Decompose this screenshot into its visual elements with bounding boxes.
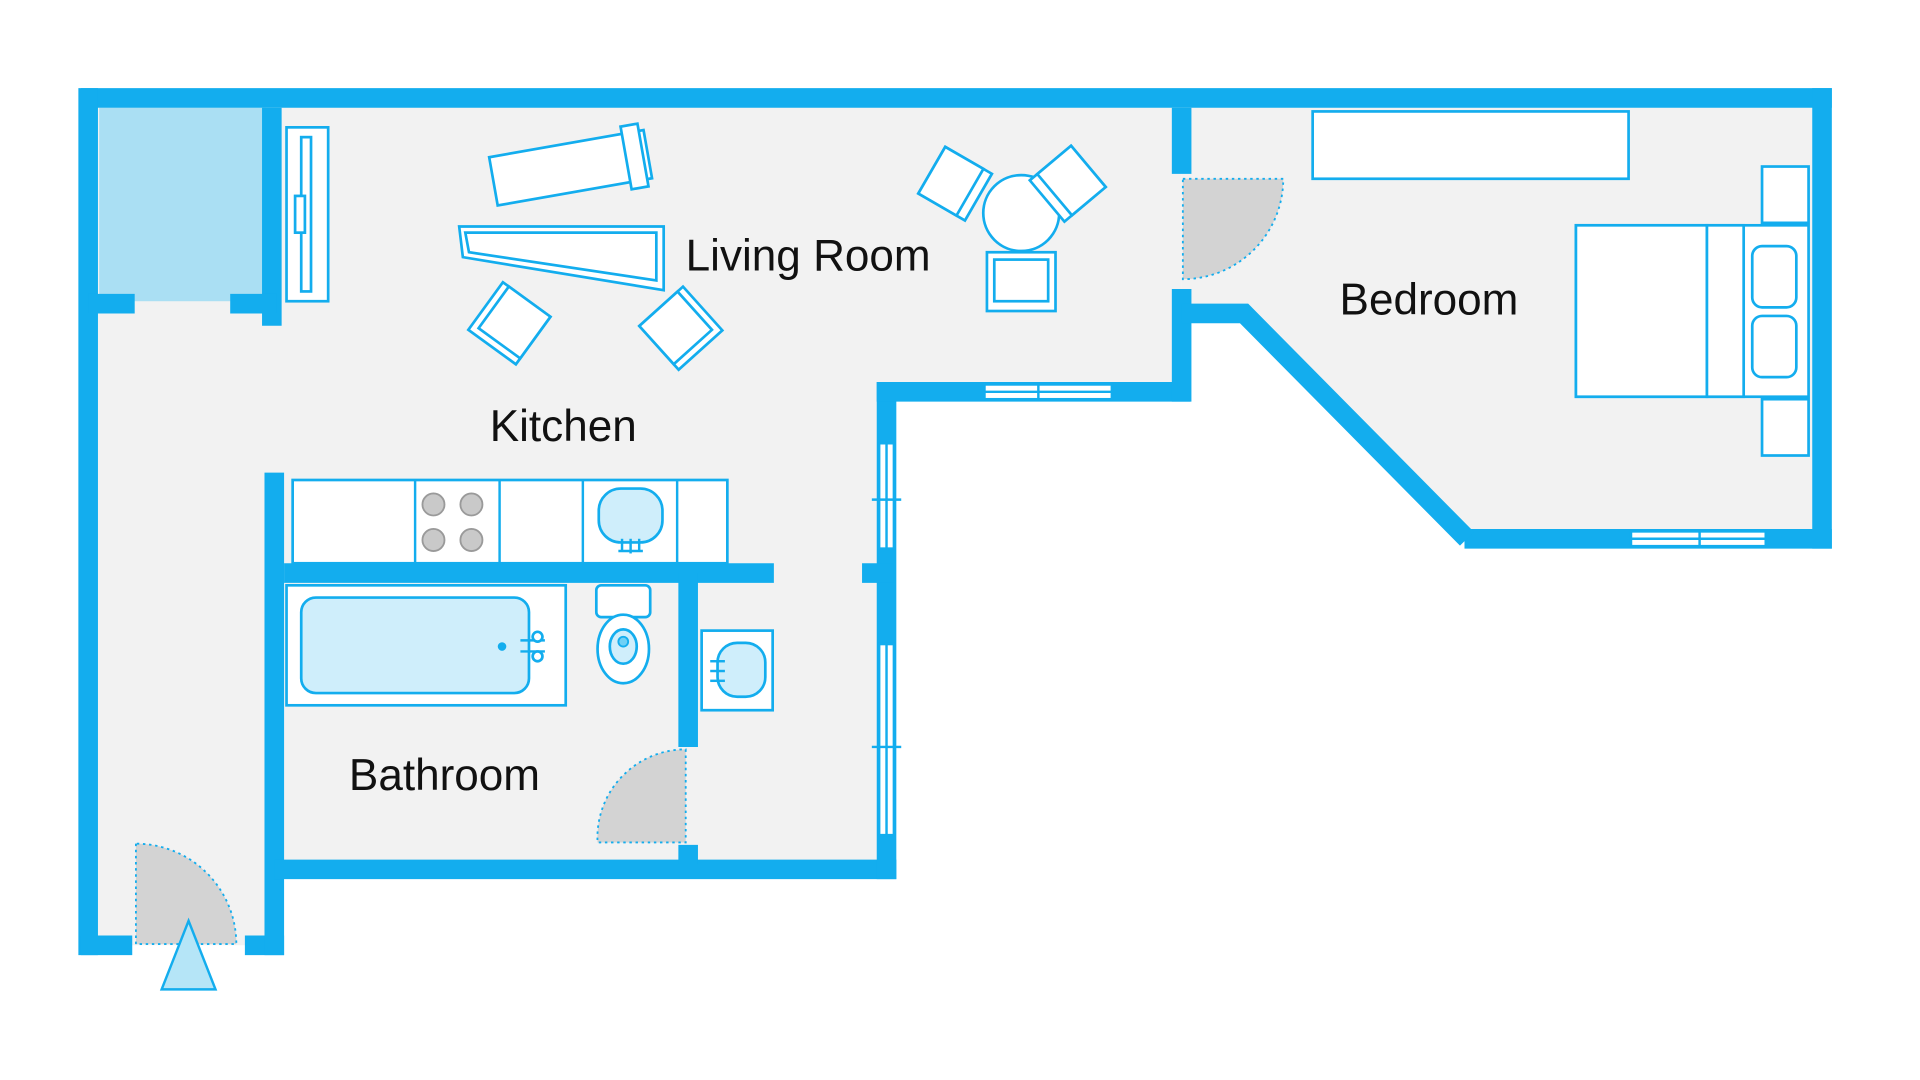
entry-door-swing	[135, 842, 238, 945]
sofa	[487, 122, 654, 208]
nightstand	[1760, 165, 1810, 225]
wall	[1181, 303, 1474, 546]
window-icon	[983, 383, 1114, 401]
window-icon	[871, 442, 902, 550]
dining-chair	[916, 145, 994, 223]
bedroom-door-swing	[1181, 177, 1285, 281]
bedroom-floor	[1181, 97, 1823, 539]
windows	[871, 383, 1767, 837]
room-label-living-room: Living Room	[686, 232, 931, 281]
armchair	[466, 280, 553, 367]
room-label-bedroom: Bedroom	[1340, 276, 1519, 325]
coffee-table-inner	[463, 231, 658, 282]
bathroom-fixtures	[285, 583, 774, 712]
dining-chair	[985, 250, 1057, 313]
bathroom-sink-icon	[700, 629, 774, 712]
window-icon	[1629, 530, 1767, 548]
room-label-kitchen: Kitchen	[490, 402, 637, 451]
closet	[99, 107, 266, 302]
door-swings	[135, 177, 1285, 945]
pillow	[1750, 314, 1798, 379]
nightstand	[1760, 397, 1810, 457]
bedroom-furniture	[1311, 110, 1810, 457]
wardrobe	[1311, 110, 1630, 181]
stove-icon	[421, 492, 484, 552]
dining-chair	[1027, 143, 1108, 224]
living-room-furniture	[285, 122, 1108, 372]
toilet-icon	[594, 583, 652, 685]
bathroom-door-swing	[596, 748, 687, 844]
armchair	[637, 284, 725, 372]
room-label-bathroom: Bathroom	[349, 751, 540, 800]
bed-icon	[1574, 223, 1810, 399]
bathtub-icon	[285, 583, 568, 707]
entry-arrow-icon	[159, 917, 218, 991]
window-icon	[871, 642, 902, 837]
kitchen-sink-icon	[597, 487, 664, 554]
pillow	[1750, 244, 1798, 309]
kitchen-counter	[291, 478, 729, 565]
room-labels: Living Room Kitchen Bedroom Bathroom	[349, 232, 1518, 800]
wall-shelf	[285, 125, 330, 303]
